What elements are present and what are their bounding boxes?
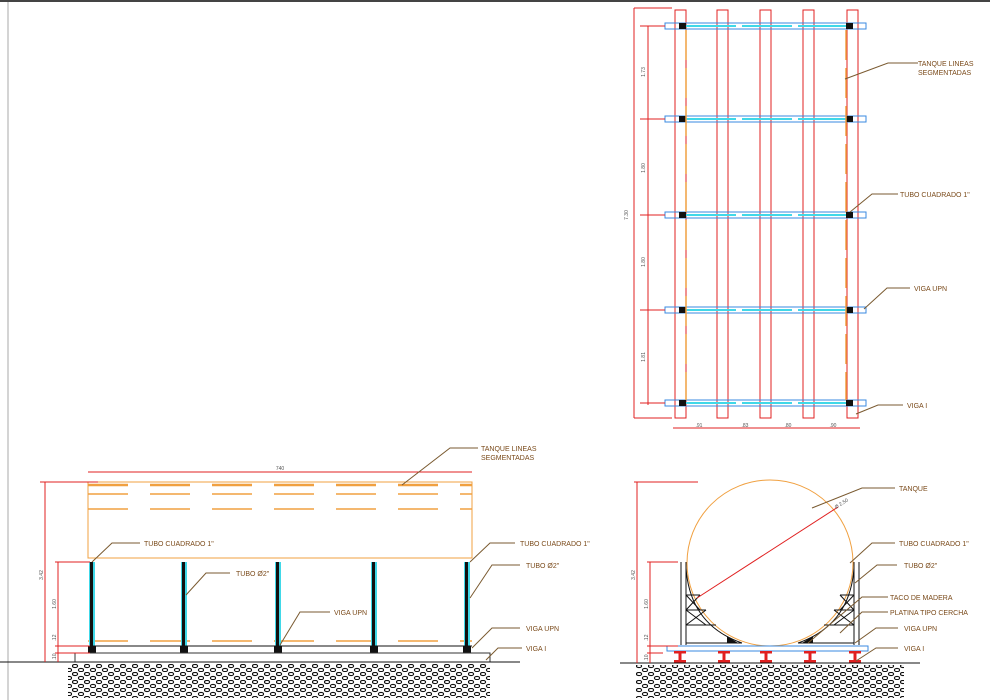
i-beam [718,651,730,654]
leader-viga-upn-mid [279,611,330,646]
tube-square [679,212,686,218]
leader-tanque [811,487,895,509]
dim-width: .80 [785,423,792,429]
tube-square [679,23,686,29]
label-tank-lines: TANQUE LINEAS [918,61,974,68]
support-frame-left [680,562,743,645]
tank-outline [87,481,473,559]
label-tubo-cuadrado-right: TUBO CUADRADO 1" [520,541,590,548]
tank-circle [686,479,854,647]
dim-span: 1.80 [641,163,647,173]
tube-square [846,400,853,406]
dim-support: 1.60 [52,599,58,609]
label-taco: TACO DE MADERA [890,595,953,602]
gravel-fill [636,665,904,698]
dim-span: 1.81 [641,352,647,362]
leader-viga-i [855,647,898,662]
leader-tubo-cuadrado-left [91,542,140,563]
post-foot [88,646,96,653]
dim-height: 3.42 [631,570,637,580]
dim-base: .10 [52,653,58,660]
label-viga-i: VIGA I [904,646,924,653]
dim-span: 1.80 [641,257,647,267]
leader-tubo-right [469,564,520,599]
leader-tubo [854,564,897,584]
i-beam [849,651,861,654]
base-upn [666,645,869,652]
post-foot [180,646,188,653]
post-foot [274,646,282,653]
dim-diameter-line [696,506,839,599]
leader-taco [807,596,888,644]
label-viga-upn-right: VIGA UPN [526,626,559,633]
leader-tubo-cuadrado [849,542,895,564]
i-beams [674,651,861,663]
dim-width: .83 [742,423,749,429]
dim-upn: .12 [644,634,650,641]
tube-square [846,23,853,29]
label-tubo-left: TUBO Ø2" [236,571,270,578]
support-frame-right [797,562,860,645]
label-segmented: SEGMENTADAS [481,455,534,462]
label-tubo-cuadrado-left: TUBO CUADRADO 1" [144,541,214,548]
side-elevation: 740 3.42 1.60 .12 .10 TANQUE LINEAS SEGM… [0,446,590,698]
tube-square [679,400,686,406]
base-slab [74,652,491,663]
i-beam [674,651,686,654]
leader-tubo-left [185,572,230,596]
cross-section: Ø 2.50 3.42 1.60 .12 .10 TANQUE TUBO CUA… [620,479,969,698]
dim-support: 1.60 [644,599,650,609]
tube-square [846,212,853,218]
label-tubo-cuadrado: TUBO CUADRADO 1" [899,541,969,548]
label-tank-lines: TANQUE LINEAS [481,446,537,453]
cross-beams [640,22,867,407]
label-viga-i: VIGA I [526,646,546,653]
leader-tank [401,447,478,486]
support-posts [88,562,471,653]
dim-total: 7.30 [624,210,630,220]
leader-viga-i [855,404,903,415]
label-platina: PLATINA TIPO CERCHA [890,610,968,617]
leader-upn [863,287,910,310]
label-viga-upn: VIGA UPN [914,286,947,293]
i-beam [760,651,772,654]
dim-base: .10 [644,654,650,661]
label-viga-upn: VIGA UPN [904,626,937,633]
leader-tubo-cuadrado-right [469,542,515,563]
wood-block-left [727,636,738,643]
dim-diameter: Ø 2.50 [834,497,850,510]
leader-viga-upn-right [471,627,520,649]
label-tubo-cuadrado: TUBO CUADRADO 1" [900,192,970,199]
plan-view: 7.30 1.73 1.80 1.80 1.81 .91 .83 .80 .90… [624,7,974,429]
dim-length: 740 [276,466,285,472]
plan-dimensions: 7.30 1.73 1.80 1.80 1.81 .91 .83 .80 .90 [624,7,860,429]
dim-width: .91 [696,423,703,429]
leader-viga-i [485,647,522,661]
tube-square [846,116,853,122]
tube-square [679,307,686,313]
leader-tank [844,62,918,80]
leader-viga-upn [854,627,898,644]
gravel-fill [68,664,490,698]
top-frame [0,0,990,2]
tube-square [846,307,853,313]
label-tubo: TUBO Ø2" [904,563,938,570]
label-viga-i: VIGA I [907,403,927,410]
label-tubo-right: TUBO Ø2" [526,563,560,570]
dim-upn: .12 [52,634,58,641]
post-foot [370,646,378,653]
label-viga-upn-mid: VIGA UPN [334,610,367,617]
label-segmented: SEGMENTADAS [918,70,971,77]
i-beam [804,651,816,654]
label-tanque: TANQUE [899,486,928,493]
leader-tubo [849,193,898,213]
dim-span: 1.73 [641,67,647,77]
leader-platina [839,611,888,634]
tube-square [679,116,686,122]
dim-height: 3.42 [39,570,45,580]
dim-width: .90 [830,423,837,429]
post-foot [463,646,471,653]
